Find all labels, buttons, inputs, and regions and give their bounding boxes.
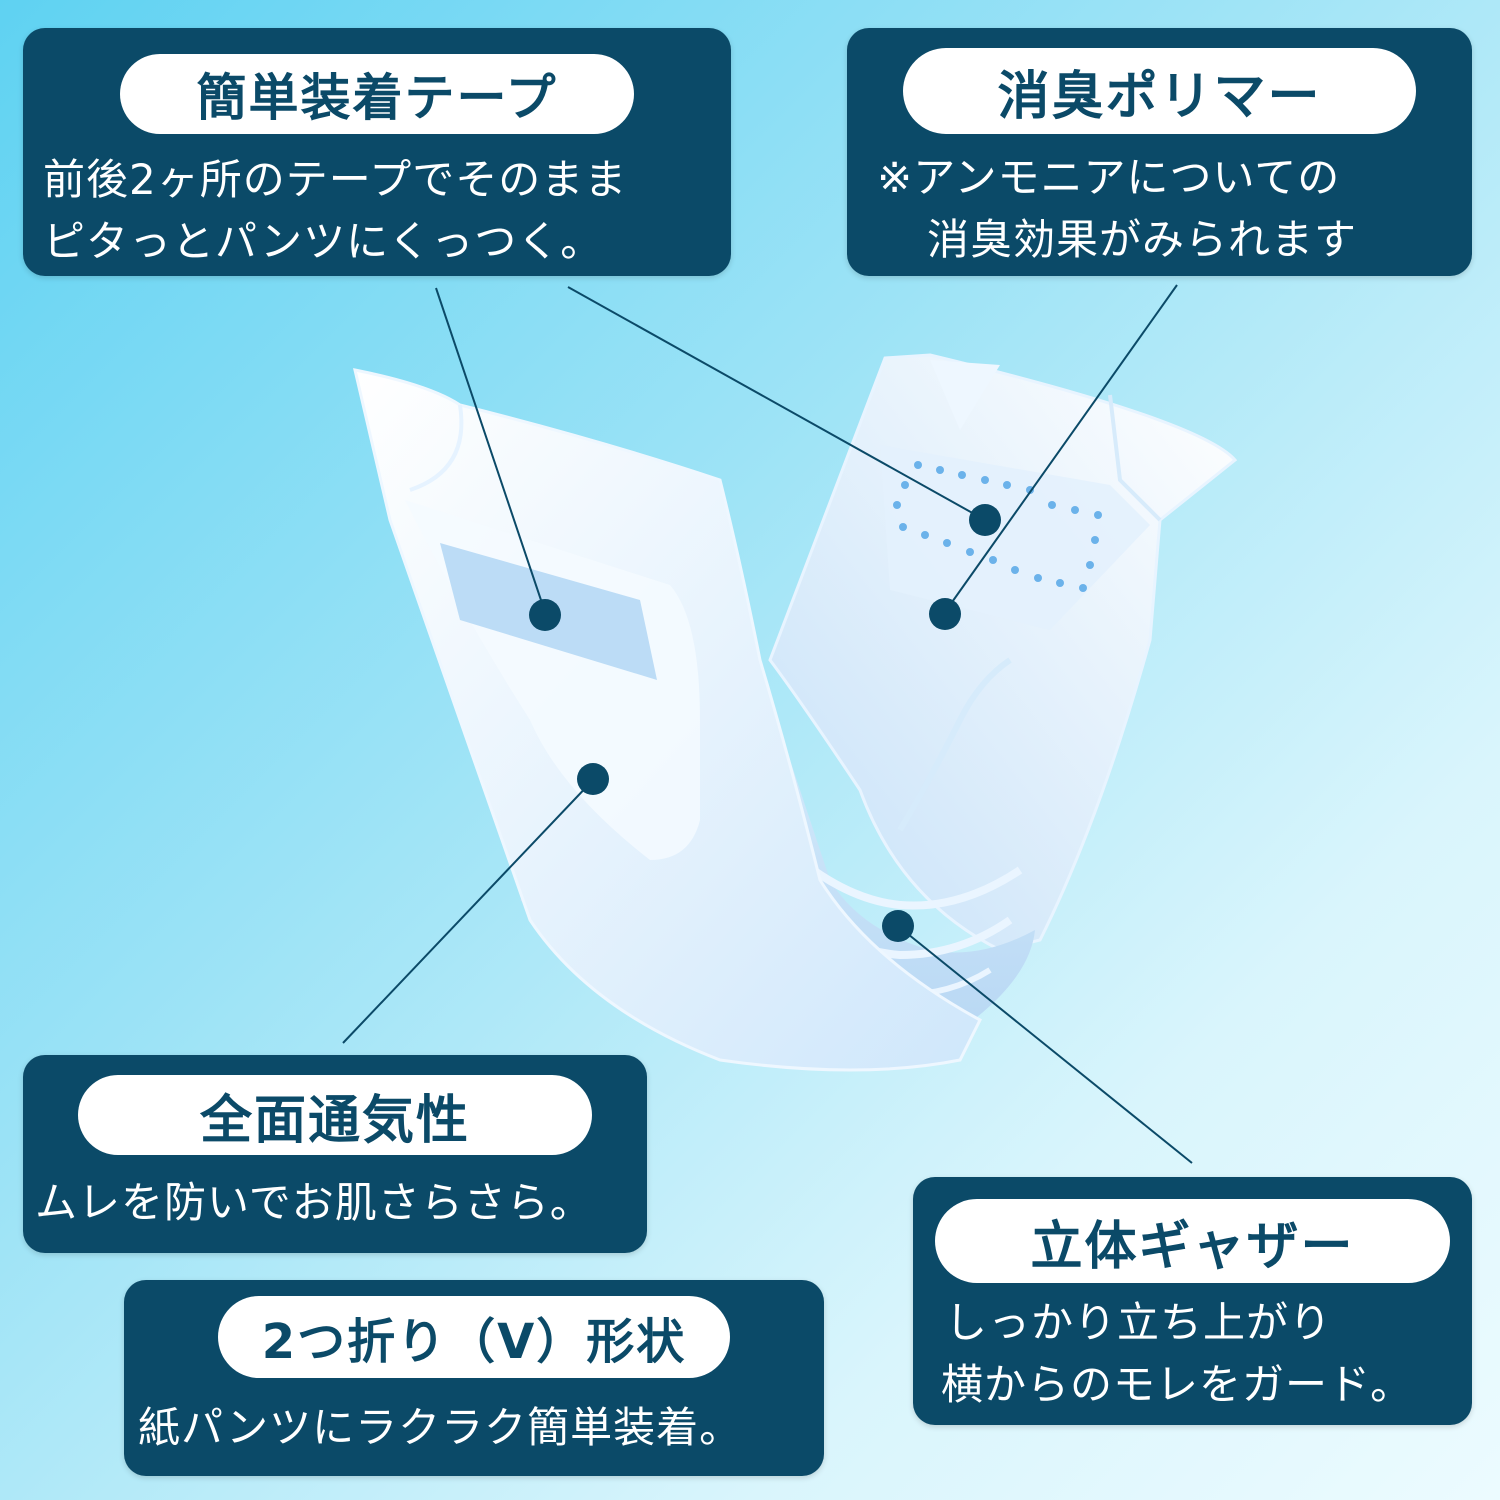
callout-description-line: 紙パンツにラクラク簡単装着。 xyxy=(138,1403,743,1452)
callout-description-line: しっかり立ち上がり xyxy=(945,1298,1333,1347)
callout-v-fold-shape: 2つ折り（V）形状 紙パンツにラクラク簡単装着。 xyxy=(124,1280,824,1476)
callout-full-breathability: 全面通気性 ムレを防いでお肌さらさら。 xyxy=(23,1055,647,1253)
callout-description-line: ピタっとパンツにくっつく。 xyxy=(43,217,604,266)
leader-line-breathable xyxy=(342,779,594,1044)
callout-description-line: 前後2ヶ所のテープでそのまま xyxy=(43,155,628,204)
marker-dot-tape xyxy=(529,599,561,631)
callout-description-line: 横からのモレをガード。 xyxy=(941,1360,1414,1409)
pad-front-panel xyxy=(353,368,982,1072)
leader-line-polymer-right xyxy=(944,284,1178,613)
leader-line-gather xyxy=(897,925,1193,1164)
callout-description-line: 消臭効果がみられます xyxy=(927,215,1358,264)
leader-lines xyxy=(342,284,1193,1164)
callout-title: 簡単装着テープ xyxy=(120,54,634,134)
marker-dot-polymer-top xyxy=(969,504,1001,536)
callout-3d-gathers: 立体ギャザー しっかり立ち上がり 横からのモレをガード。 xyxy=(913,1177,1472,1425)
callout-title: 2つ折り（V）形状 xyxy=(218,1296,730,1378)
leader-line-tape xyxy=(435,287,546,613)
deodorant-dotted-area xyxy=(893,461,1102,592)
marker-dot-gather xyxy=(882,910,914,942)
callout-title: 立体ギャザー xyxy=(935,1199,1450,1283)
pad-back-panel xyxy=(768,353,1238,952)
callout-title: 全面通気性 xyxy=(78,1075,592,1155)
marker-dot-breathable xyxy=(577,763,609,795)
callout-description-line: ムレを防いでお肌さらさら。 xyxy=(35,1178,593,1227)
callout-title: 消臭ポリマー xyxy=(903,48,1416,134)
leader-line-polymer-left xyxy=(567,286,986,521)
marker-dot-polymer-bottom xyxy=(929,598,961,630)
callout-easy-tape: 簡単装着テープ 前後2ヶ所のテープでそのまま ピタっとパンツにくっつく。 xyxy=(23,28,731,276)
callout-deodorant-polymer: 消臭ポリマー ※アンモニアについての 消臭効果がみられます xyxy=(847,28,1472,276)
callout-description-line: ※アンモニアについての xyxy=(877,153,1341,202)
